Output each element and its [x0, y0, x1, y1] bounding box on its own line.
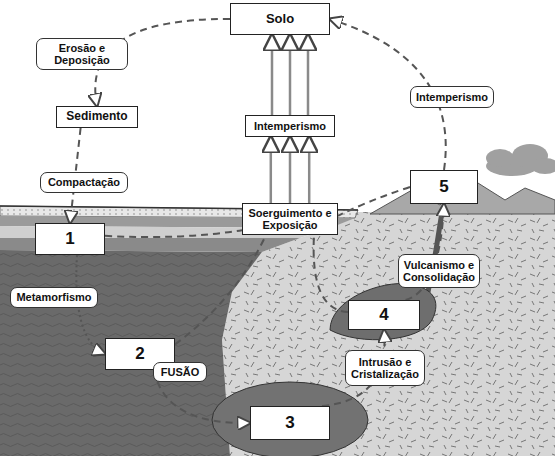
process-label: Metamorfismo — [10, 287, 98, 308]
uplift-arrow — [308, 137, 311, 203]
process-box: Soerguimento e Exposição — [242, 203, 338, 235]
process-label: Intrusão e Cristalização — [345, 350, 425, 386]
node-text: 2 — [135, 345, 144, 364]
node-text: Solo — [266, 12, 294, 26]
magma-chamber — [212, 382, 368, 456]
uplift-arrow — [307, 35, 310, 115]
process-label: Compactação — [40, 172, 128, 193]
callout-number: 1 — [35, 223, 105, 255]
process-label: FUSÃO — [153, 362, 207, 382]
process-box: Intemperismo — [245, 115, 335, 137]
node-text: Sedimento — [66, 110, 127, 123]
process-arrow — [314, 235, 348, 312]
uplift-arrow — [271, 35, 274, 115]
process-label: Intemperismo — [410, 86, 494, 108]
granite-body — [222, 212, 555, 456]
sediment-box: Sedimento — [56, 106, 138, 128]
callout-number: 5 — [410, 170, 478, 204]
node-text: 3 — [285, 414, 294, 433]
process-arrow — [105, 230, 242, 237]
process-label: Vulcanismo e Consolidação — [398, 254, 480, 288]
process-arrow — [175, 235, 266, 344]
node-text: Intemperismo — [254, 120, 326, 132]
process-arrow — [338, 187, 410, 216]
node-text: Soerguimento e Exposição — [243, 207, 337, 231]
uplift-arrow — [270, 137, 273, 203]
node-text: 4 — [379, 306, 388, 325]
soil-box: Solo — [230, 3, 330, 35]
callout-number: 4 — [348, 300, 420, 330]
node-text: 1 — [65, 230, 74, 249]
process-label: Erosão e Deposição — [36, 38, 128, 70]
uplift-arrow — [289, 35, 292, 115]
node-text: 5 — [439, 178, 448, 197]
callout-number: 3 — [250, 406, 330, 440]
cloud — [486, 144, 555, 176]
uplift-arrow — [289, 137, 292, 203]
